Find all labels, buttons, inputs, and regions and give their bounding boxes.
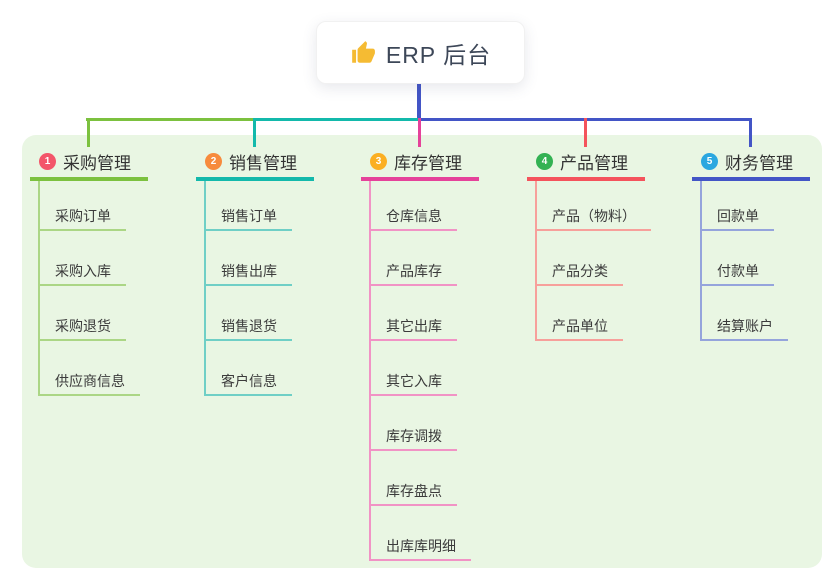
child-node[interactable]: 产品库存 [386, 263, 442, 279]
connector-line [86, 118, 255, 121]
branch-drop-line [584, 118, 587, 147]
branch-title-label: 库存管理 [394, 153, 462, 173]
branch-spine-line [369, 181, 371, 561]
child-node[interactable]: 采购订单 [55, 208, 111, 224]
branch-number-badge: 3 [370, 152, 387, 170]
child-underline [369, 229, 457, 231]
child-underline [369, 504, 457, 506]
thumbs-up-icon [352, 40, 375, 63]
child-underline [38, 229, 126, 231]
branch-title-label: 采购管理 [63, 153, 131, 173]
root-node-label: ERP 后台 [385, 41, 492, 68]
child-underline [535, 339, 623, 341]
child-node[interactable]: 库存调拨 [386, 428, 442, 444]
child-node[interactable]: 采购退货 [55, 318, 111, 334]
child-node[interactable]: 销售出库 [221, 263, 277, 279]
connector-line [253, 118, 420, 121]
child-node[interactable]: 出库库明细 [386, 538, 456, 554]
child-underline [204, 339, 292, 341]
branch-spine-line [204, 181, 206, 396]
branch-title-label: 产品管理 [560, 153, 628, 173]
child-node[interactable]: 仓库信息 [386, 208, 442, 224]
branch-spine-line [535, 181, 537, 341]
child-underline [38, 394, 140, 396]
child-underline [369, 284, 457, 286]
child-underline [38, 284, 126, 286]
child-underline [204, 229, 292, 231]
branch-number-badge: 1 [39, 152, 56, 170]
branch-number-badge: 2 [205, 152, 222, 170]
root-connector-line [417, 82, 421, 121]
branch-spine-line [38, 181, 40, 396]
child-underline [535, 284, 623, 286]
child-node[interactable]: 产品（物料） [552, 208, 636, 224]
branch-drop-line [749, 118, 752, 147]
child-underline [369, 339, 457, 341]
child-node[interactable]: 客户信息 [221, 373, 277, 389]
branch-node[interactable]: 5 财务管理 [701, 150, 793, 173]
child-node[interactable]: 回款单 [717, 208, 759, 224]
child-node[interactable]: 供应商信息 [55, 373, 125, 389]
branch-title-underline [30, 177, 148, 181]
branch-title-underline [361, 177, 479, 181]
branch-node[interactable]: 2 销售管理 [205, 150, 297, 173]
child-node[interactable]: 其它入库 [386, 373, 442, 389]
branch-drop-line [253, 118, 256, 147]
child-node[interactable]: 销售退货 [221, 318, 277, 334]
child-node[interactable]: 结算账户 [717, 318, 773, 334]
branch-number-badge: 4 [536, 152, 553, 170]
branches-panel [22, 135, 822, 568]
child-node[interactable]: 付款单 [717, 263, 759, 279]
child-node[interactable]: 产品分类 [552, 263, 608, 279]
branch-spine-line [700, 181, 702, 341]
child-node[interactable]: 产品单位 [552, 318, 608, 334]
branch-node[interactable]: 1 采购管理 [39, 150, 131, 173]
child-underline [369, 394, 457, 396]
child-underline [700, 339, 788, 341]
root-node[interactable]: ERP 后台 [316, 21, 525, 84]
child-underline [700, 284, 774, 286]
child-underline [369, 559, 471, 561]
branch-number-badge: 5 [701, 152, 718, 170]
child-underline [700, 229, 774, 231]
branch-drop-line [418, 118, 421, 147]
branch-title-underline [527, 177, 645, 181]
child-node[interactable]: 库存盘点 [386, 483, 442, 499]
branch-node[interactable]: 4 产品管理 [536, 150, 628, 173]
child-underline [204, 394, 292, 396]
child-underline [535, 229, 651, 231]
child-node[interactable]: 其它出库 [386, 318, 442, 334]
child-underline [204, 284, 292, 286]
branch-drop-line [87, 118, 90, 147]
branch-title-label: 销售管理 [229, 153, 297, 173]
child-node[interactable]: 销售订单 [221, 208, 277, 224]
branch-title-underline [196, 177, 314, 181]
child-underline [369, 449, 457, 451]
branch-node[interactable]: 3 库存管理 [370, 150, 462, 173]
child-underline [38, 339, 126, 341]
branch-title-underline [692, 177, 810, 181]
child-node[interactable]: 采购入库 [55, 263, 111, 279]
branch-title-label: 财务管理 [725, 153, 793, 173]
